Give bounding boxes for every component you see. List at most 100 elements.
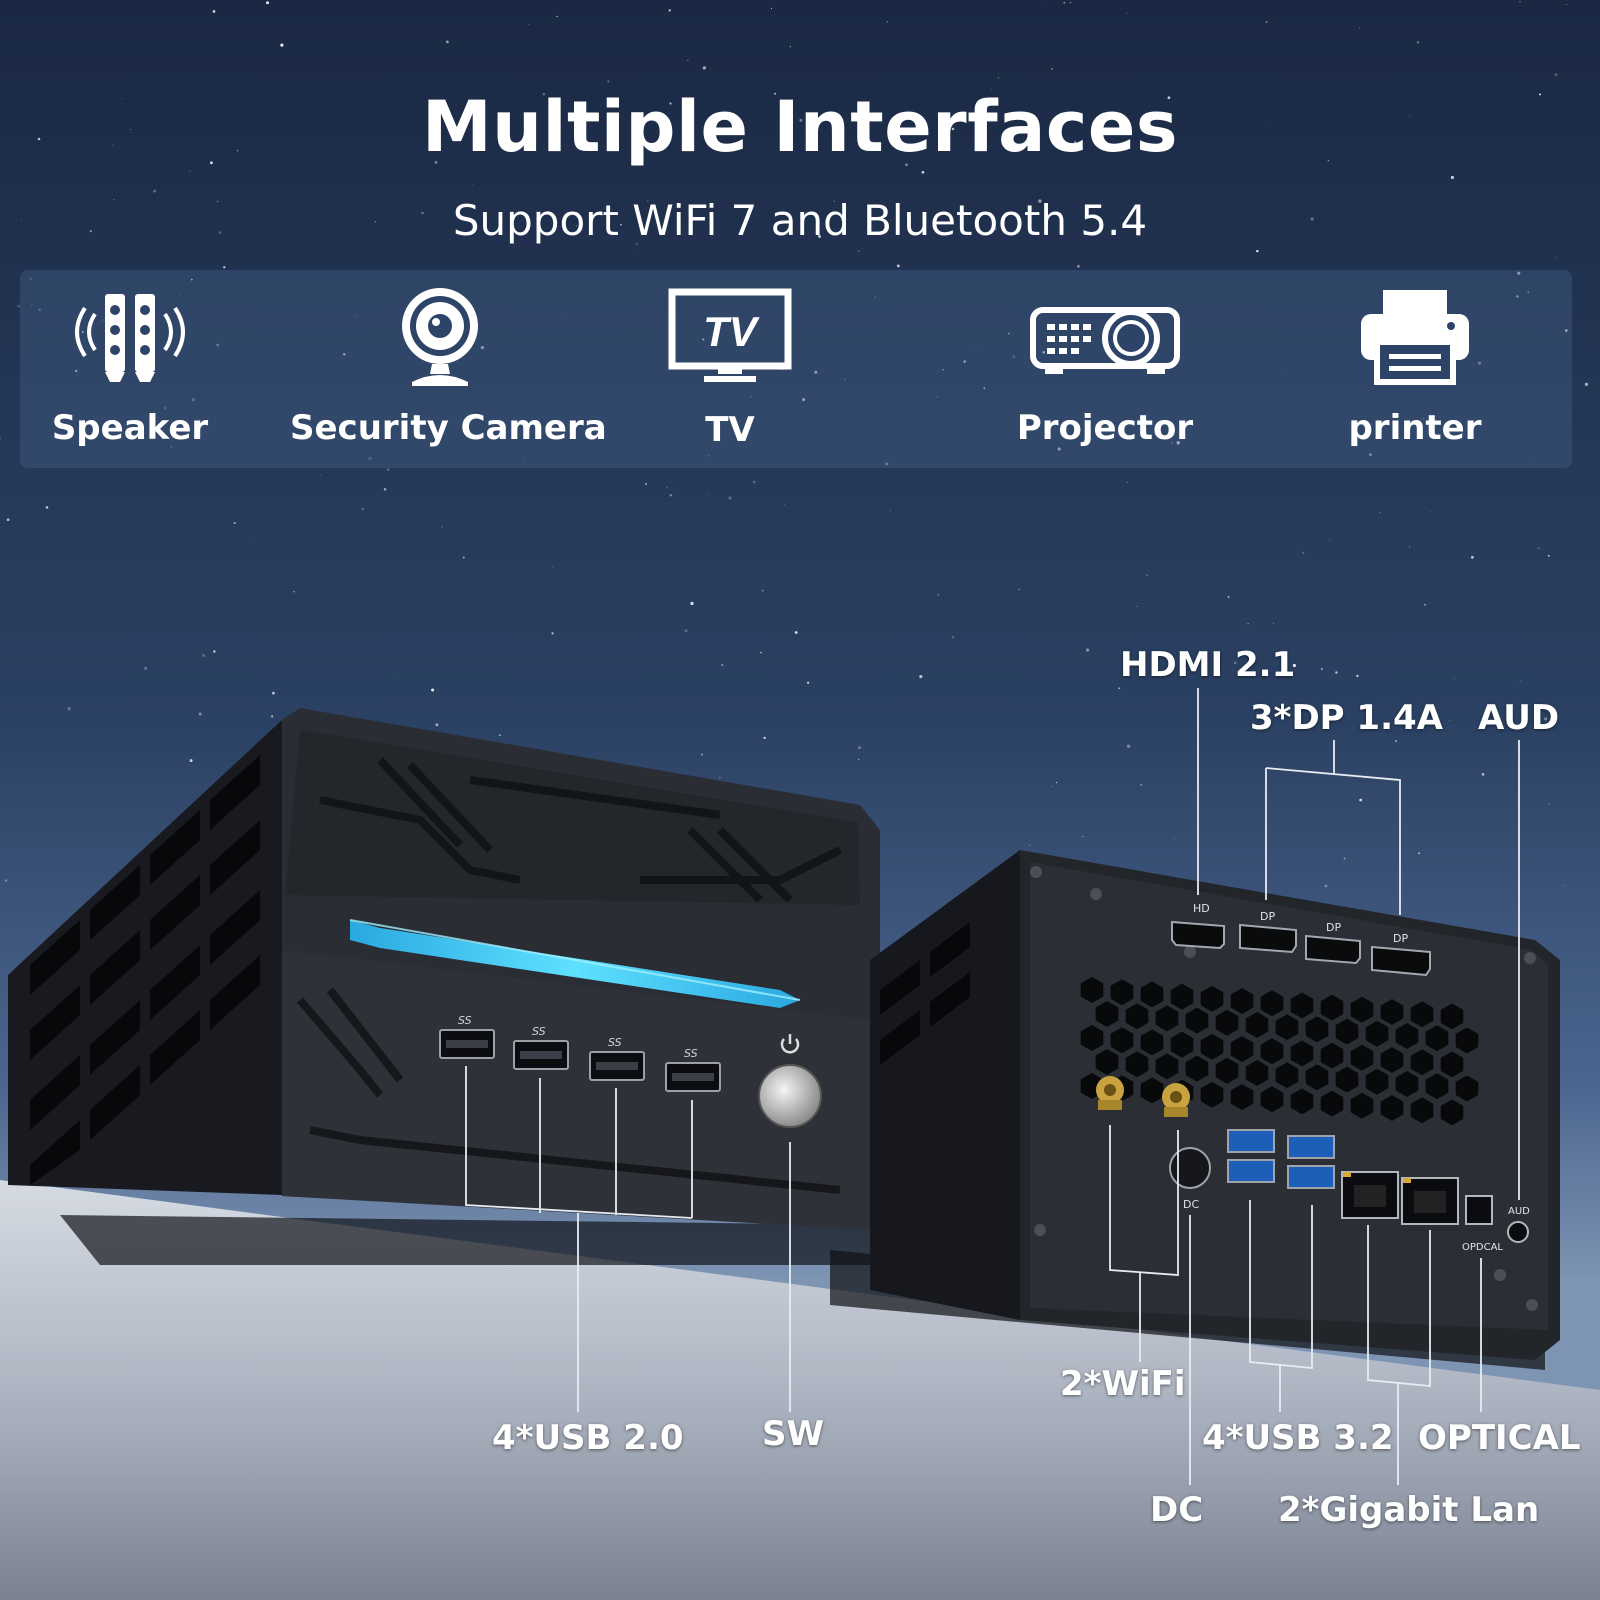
star xyxy=(188,170,191,172)
star xyxy=(387,468,390,471)
vent-hole xyxy=(1350,1044,1374,1071)
star xyxy=(721,664,723,666)
vent-hole xyxy=(1350,1092,1374,1119)
vent-hole xyxy=(1380,999,1404,1025)
vent-hole xyxy=(1200,985,1224,1012)
star xyxy=(1042,350,1046,354)
star xyxy=(1481,773,1485,776)
rear-usb-ports xyxy=(1227,1129,1335,1189)
vent-hole xyxy=(1275,1062,1299,1089)
star xyxy=(702,338,705,341)
label-lan: 2*Gigabit Lan xyxy=(1278,1490,1540,1530)
star xyxy=(607,80,610,83)
mini-pc-rear: HD DP DP DP DC OPDCAL xyxy=(830,850,1560,1370)
star xyxy=(844,378,846,380)
star xyxy=(761,589,764,592)
star xyxy=(1136,606,1138,607)
star xyxy=(1256,249,1259,253)
vent-hole xyxy=(1125,1051,1149,1078)
star xyxy=(361,507,364,511)
star xyxy=(1569,415,1571,417)
star xyxy=(889,509,891,511)
star xyxy=(1076,264,1080,268)
aud-port-label: AUD xyxy=(1508,1206,1530,1217)
star xyxy=(799,118,803,122)
star xyxy=(687,60,689,61)
star xyxy=(212,10,216,13)
star xyxy=(936,396,938,398)
star xyxy=(446,40,449,44)
vent-hole xyxy=(1215,1057,1239,1084)
star xyxy=(1082,835,1084,837)
star xyxy=(112,144,114,146)
star xyxy=(1519,680,1521,681)
vent-hole xyxy=(1095,1049,1119,1075)
usb-ss-glyph-2: SS xyxy=(532,1025,546,1038)
vent-hole xyxy=(1260,1038,1284,1065)
star xyxy=(1430,511,1432,513)
star xyxy=(233,522,236,525)
star xyxy=(383,487,387,491)
star xyxy=(556,15,558,18)
star xyxy=(101,319,104,321)
star xyxy=(1422,417,1425,420)
label-wifi: 2*WiFi xyxy=(1060,1364,1186,1404)
vent-hole xyxy=(1395,1071,1419,1097)
dc-jack xyxy=(1169,1147,1211,1189)
star xyxy=(669,102,672,105)
vent-hole xyxy=(1365,1068,1389,1095)
vent-hole xyxy=(1440,1003,1464,1030)
vent-hole xyxy=(1095,1001,1119,1027)
page-title: Multiple Interfaces xyxy=(421,86,1179,168)
star xyxy=(130,128,132,131)
star xyxy=(990,127,992,129)
mini-pc-front: SS SS SS SS xyxy=(8,708,880,1265)
star xyxy=(1126,482,1128,484)
star xyxy=(1292,663,1296,668)
dp-port-label-2: DP xyxy=(1326,921,1341,934)
star xyxy=(1010,130,1014,134)
opdcal-port-label: OPDCAL xyxy=(1462,1242,1503,1253)
vent-hole xyxy=(1380,1095,1404,1121)
vent-hole xyxy=(1125,1003,1149,1030)
vent-hole xyxy=(1455,1075,1479,1102)
star xyxy=(575,224,578,227)
vent-hole xyxy=(1230,1084,1254,1110)
star xyxy=(1046,6,1048,8)
star xyxy=(1548,803,1550,805)
star xyxy=(1052,137,1056,140)
star xyxy=(937,593,940,596)
vent-hole xyxy=(1425,1073,1449,1100)
vent-hole xyxy=(1245,1012,1269,1038)
star xyxy=(1343,857,1346,860)
star xyxy=(983,387,986,390)
star xyxy=(121,98,123,100)
star xyxy=(770,7,773,9)
star xyxy=(668,9,671,12)
star xyxy=(1517,271,1521,275)
star xyxy=(1173,838,1175,839)
vent-hole xyxy=(1170,983,1194,1010)
star xyxy=(728,496,732,500)
star xyxy=(1070,2,1072,4)
vent-hole xyxy=(1350,996,1374,1023)
star xyxy=(236,150,239,152)
star xyxy=(817,234,822,238)
star xyxy=(1051,786,1053,788)
star xyxy=(951,127,955,131)
vent-hole xyxy=(1230,1036,1254,1062)
star xyxy=(216,200,219,203)
star xyxy=(163,406,167,410)
star xyxy=(1516,295,1519,298)
vent-hole xyxy=(1290,1088,1314,1115)
star xyxy=(468,110,470,112)
star xyxy=(814,370,818,374)
star xyxy=(684,629,688,633)
vent-hole xyxy=(1410,1097,1434,1124)
star xyxy=(739,139,742,142)
star xyxy=(89,230,92,233)
star xyxy=(1320,667,1323,670)
star xyxy=(760,651,762,654)
star xyxy=(1118,687,1121,690)
star xyxy=(67,707,71,711)
